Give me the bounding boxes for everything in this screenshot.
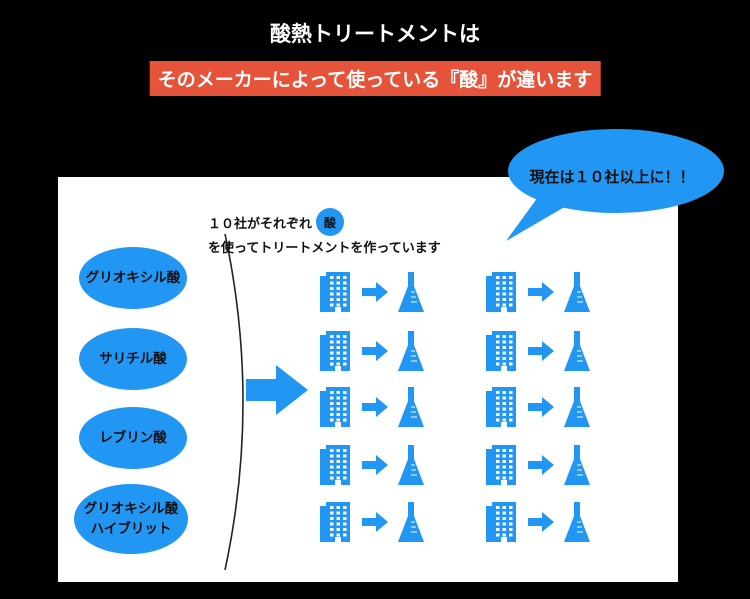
acid-glyoxylic-hybrid: グリオキシル酸 ハイブリット bbox=[74, 484, 188, 554]
company-row bbox=[486, 272, 590, 316]
acid-label-line1: グリオキシル酸 bbox=[83, 501, 179, 517]
arrow-right-icon bbox=[528, 341, 554, 365]
building-icon bbox=[486, 387, 516, 431]
flask-icon bbox=[398, 331, 424, 375]
company-row bbox=[486, 502, 590, 546]
company-row bbox=[486, 331, 590, 375]
company-row bbox=[320, 331, 424, 375]
building-icon bbox=[320, 331, 350, 375]
acid-label: レブリン酸 bbox=[99, 430, 167, 446]
arrow-right-icon bbox=[362, 512, 388, 536]
company-row bbox=[320, 502, 424, 546]
flask-icon bbox=[398, 445, 424, 489]
acid-label: サリチル酸 bbox=[99, 351, 167, 367]
flask-icon bbox=[564, 387, 590, 431]
arrow-right-icon bbox=[528, 397, 554, 421]
acid-salicylic: サリチル酸 bbox=[79, 328, 187, 390]
arrow-right-icon bbox=[528, 512, 554, 536]
page-subtitle: そのメーカーによって使っている『酸』が違います bbox=[149, 61, 601, 96]
page-title: 酸熱トリートメントは bbox=[270, 22, 480, 46]
acid-label-line2: ハイブリット bbox=[90, 521, 172, 537]
building-icon bbox=[486, 272, 516, 316]
company-row bbox=[486, 387, 590, 431]
flask-icon bbox=[398, 502, 424, 546]
big-arrow-right-icon bbox=[246, 365, 308, 415]
arrow-right-icon bbox=[362, 455, 388, 479]
company-row bbox=[486, 445, 590, 489]
arrow-right-icon bbox=[362, 397, 388, 421]
building-icon bbox=[320, 445, 350, 489]
divider-arc bbox=[224, 233, 244, 571]
company-row bbox=[320, 387, 424, 431]
caption-line-1: １０社がそれぞれ 酸 bbox=[208, 208, 345, 236]
acid-label: グリオキシル酸 bbox=[85, 270, 181, 286]
acid-glyoxylic: グリオキシル酸 bbox=[79, 247, 187, 309]
arrow-right-icon bbox=[528, 282, 554, 306]
speech-bubble bbox=[506, 129, 724, 241]
acid-levulinic: レブリン酸 bbox=[79, 407, 187, 469]
caption-text: １０社がそれぞれ bbox=[208, 216, 313, 232]
acid-badge: 酸 bbox=[316, 208, 345, 236]
caption-line-2: を使ってトリートメントを作っています bbox=[208, 241, 441, 256]
arrow-right-icon bbox=[528, 455, 554, 479]
flask-icon bbox=[398, 387, 424, 431]
arrow-right-icon bbox=[362, 282, 388, 306]
flask-icon bbox=[564, 502, 590, 546]
arrow-right-icon bbox=[362, 341, 388, 365]
company-row bbox=[320, 272, 424, 316]
building-icon bbox=[486, 445, 516, 489]
building-icon bbox=[320, 502, 350, 546]
company-row bbox=[320, 445, 424, 489]
flask-icon bbox=[564, 272, 590, 316]
flask-icon bbox=[564, 445, 590, 489]
flask-icon bbox=[564, 331, 590, 375]
bubble-text: 現在は１０社以上に！！ bbox=[529, 168, 695, 186]
diagram-panel: グリオキシル酸 サリチル酸 レブリン酸 グリオキシル酸 ハイブリット １０社がそ… bbox=[58, 177, 678, 582]
building-icon bbox=[486, 502, 516, 546]
building-icon bbox=[486, 331, 516, 375]
building-icon bbox=[320, 387, 350, 431]
flask-icon bbox=[398, 272, 424, 316]
building-icon bbox=[320, 272, 350, 316]
